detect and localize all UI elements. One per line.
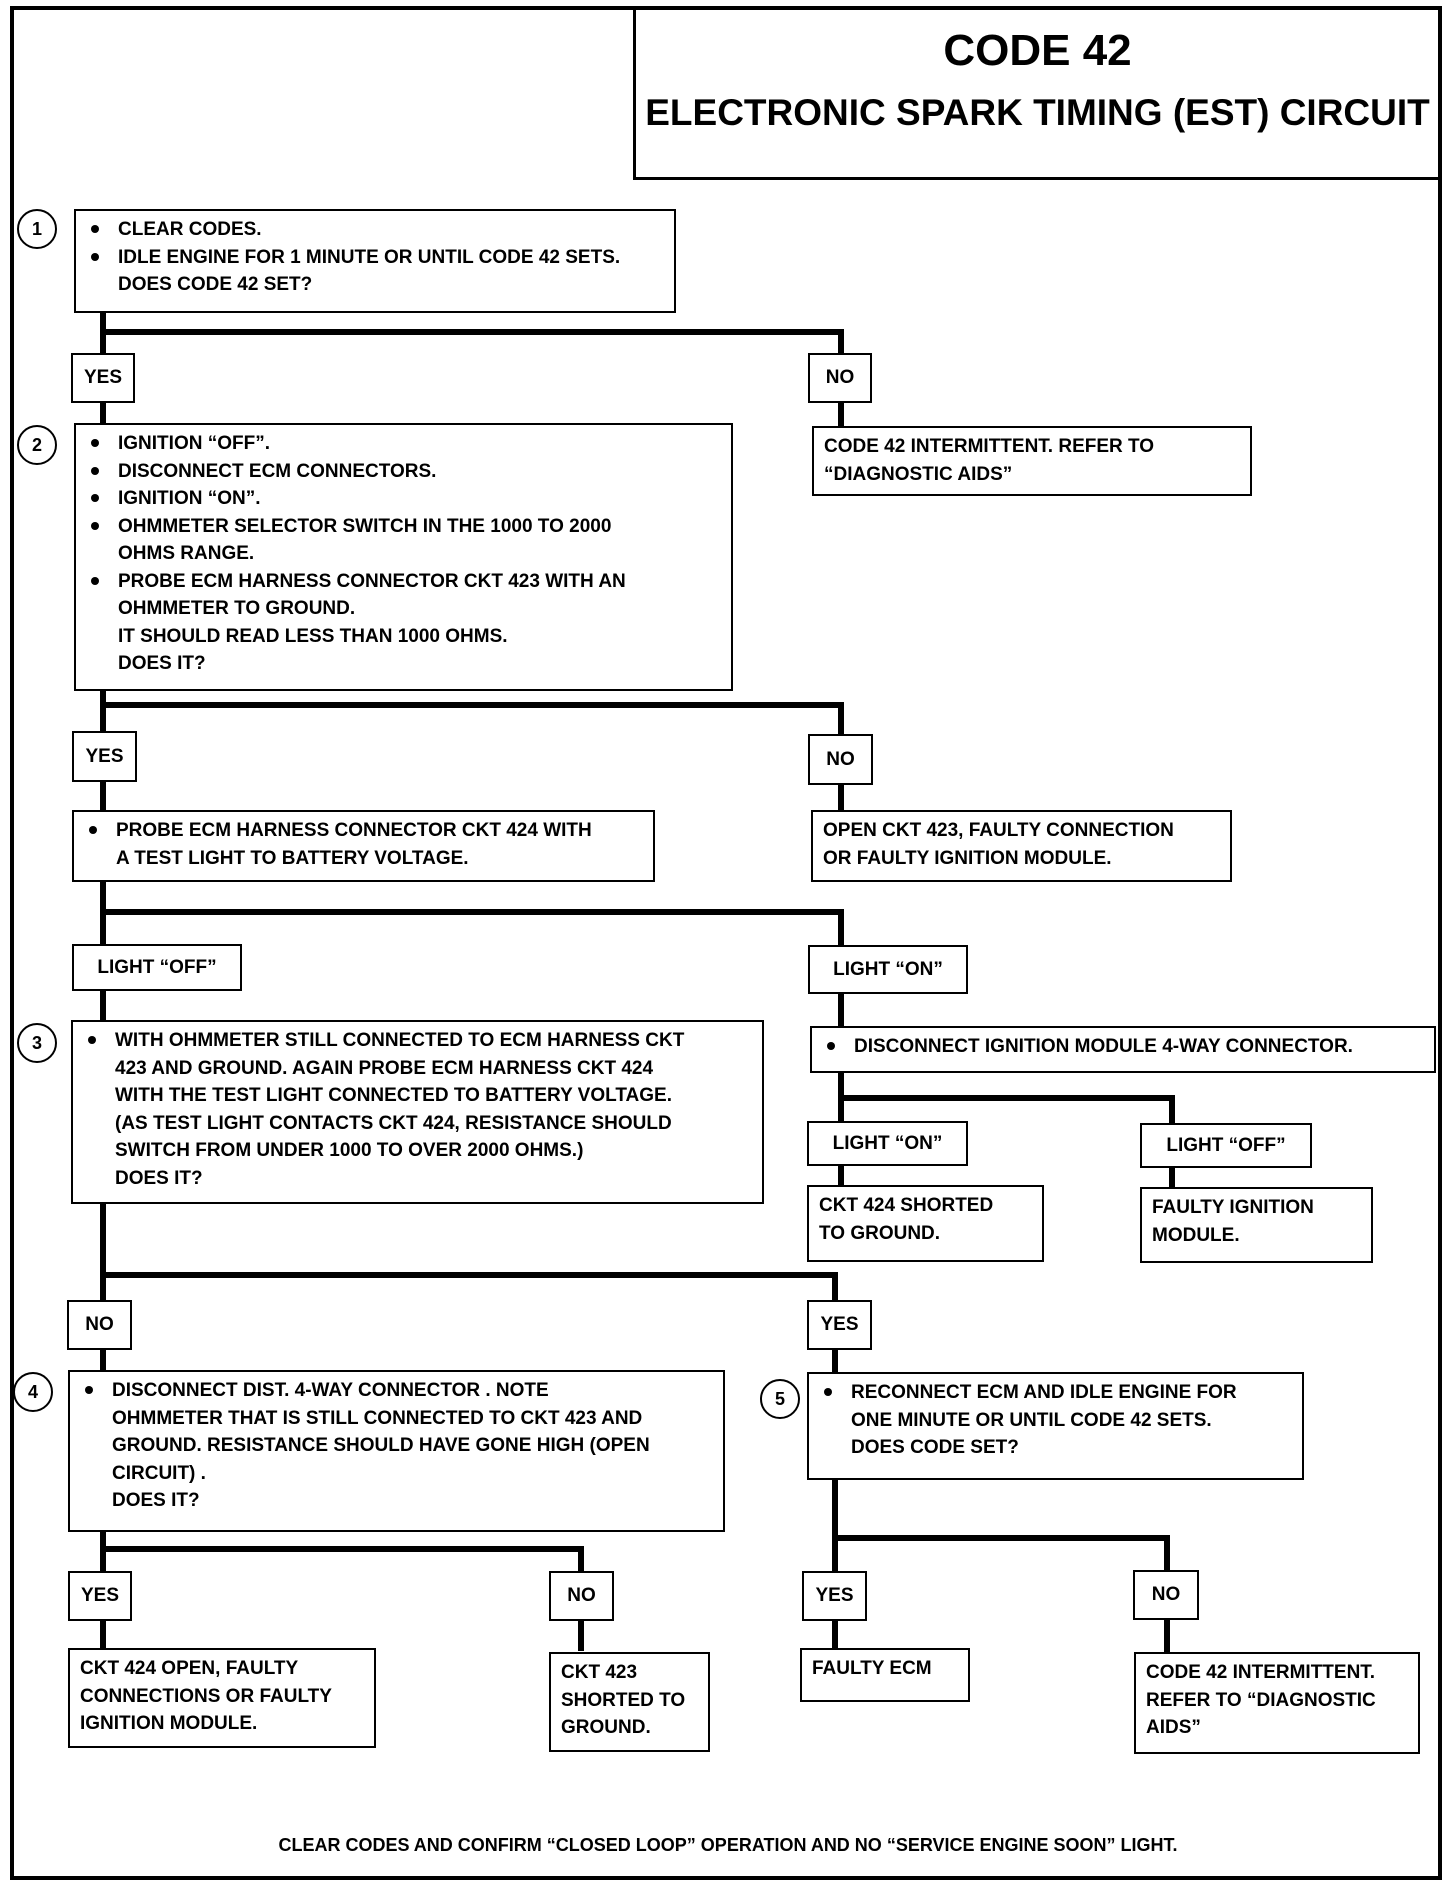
label-no: NO: [808, 734, 873, 785]
label-no: NO: [808, 353, 872, 403]
step-5-box: RECONNECT ECM AND IDLE ENGINE FOR ONE MI…: [807, 1372, 1304, 1480]
circuit-title: ELECTRONIC SPARK TIMING (EST) CIRCUIT: [645, 92, 1430, 133]
disconnect-module-box: DISCONNECT IGNITION MODULE 4-WAY CONNECT…: [810, 1026, 1436, 1073]
step-1-bullet: CLEAR CODES.: [86, 216, 664, 244]
result-open-ckt423: OPEN CKT 423, FAULTY CONNECTION OR FAULT…: [811, 810, 1232, 882]
label-yes: YES: [71, 353, 135, 403]
line-step2-split: [100, 687, 844, 813]
label-no: NO: [67, 1300, 132, 1350]
step-2-bullet: DISCONNECT ECM CONNECTORS.: [86, 458, 721, 486]
step-1-bullet: IDLE ENGINE FOR 1 MINUTE OR UNTIL CODE 4…: [86, 244, 664, 272]
step-2-bullet: PROBE ECM HARNESS CONNECTOR CKT 423 WITH…: [86, 568, 721, 596]
step-1-marker: 1: [17, 209, 57, 249]
step-3-box: WITH OHMMETER STILL CONNECTED TO ECM HAR…: [71, 1020, 764, 1204]
result-faulty-ignition-module: FAULTY IGNITION MODULE.: [1140, 1187, 1373, 1263]
label-no: NO: [1133, 1570, 1199, 1620]
step-1-box: CLEAR CODES. IDLE ENGINE FOR 1 MINUTE OR…: [74, 209, 676, 313]
line-step4-split: [100, 1527, 584, 1651]
probe-ckt424-box: PROBE ECM HARNESS CONNECTOR CKT 424 WITH…: [72, 810, 655, 882]
label-light-on: LIGHT “ON”: [807, 1121, 968, 1166]
label-yes: YES: [807, 1300, 872, 1350]
label-yes: YES: [72, 731, 137, 782]
step-2-marker: 2: [17, 425, 57, 465]
step-2-bullet: OHMMETER SELECTOR SWITCH IN THE 1000 TO …: [86, 513, 721, 541]
page-frame: [10, 6, 1442, 1880]
step-2-bullet: IGNITION “OFF”.: [86, 430, 721, 458]
result-code42-intermittent: CODE 42 INTERMITTENT. REFER TO “DIAGNOST…: [1134, 1652, 1420, 1754]
footer-note: CLEAR CODES AND CONFIRM “CLOSED LOOP” OP…: [278, 1835, 1178, 1855]
line-light-on-split: [838, 1068, 1175, 1188]
step-5-marker: 5: [760, 1379, 800, 1419]
step-2-box: IGNITION “OFF”. DISCONNECT ECM CONNECTOR…: [74, 423, 733, 691]
result-ckt423-shorted: CKT 423 SHORTED TO GROUND.: [549, 1652, 710, 1752]
step-3-marker: 3: [17, 1023, 57, 1063]
label-light-off: LIGHT “OFF”: [1140, 1123, 1312, 1168]
line-step3-split: [100, 1199, 838, 1375]
title-box: [633, 6, 1442, 180]
result-code42-intermittent: CODE 42 INTERMITTENT. REFER TO “DIAGNOST…: [812, 426, 1252, 496]
step-4-marker: 4: [13, 1372, 53, 1412]
label-no: NO: [549, 1571, 614, 1621]
code-title: CODE 42: [943, 26, 1132, 75]
result-faulty-ecm: FAULTY ECM: [800, 1648, 970, 1702]
line-step1-split: [100, 309, 844, 433]
label-light-on: LIGHT “ON”: [808, 945, 968, 994]
result-ckt424-open: CKT 424 OPEN, FAULTY CONNECTIONS OR FAUL…: [68, 1648, 376, 1748]
label-yes: YES: [68, 1571, 132, 1621]
step-4-box: DISCONNECT DIST. 4-WAY CONNECTOR . NOTE …: [68, 1370, 725, 1532]
step-2-bullet: IGNITION “ON”.: [86, 485, 721, 513]
step-1-question: DOES CODE 42 SET?: [118, 274, 313, 295]
label-light-off: LIGHT “OFF”: [72, 944, 242, 991]
label-yes: YES: [802, 1571, 867, 1621]
result-ckt424-shorted: CKT 424 SHORTED TO GROUND.: [807, 1185, 1044, 1262]
line-step5-split: [832, 1475, 1170, 1656]
